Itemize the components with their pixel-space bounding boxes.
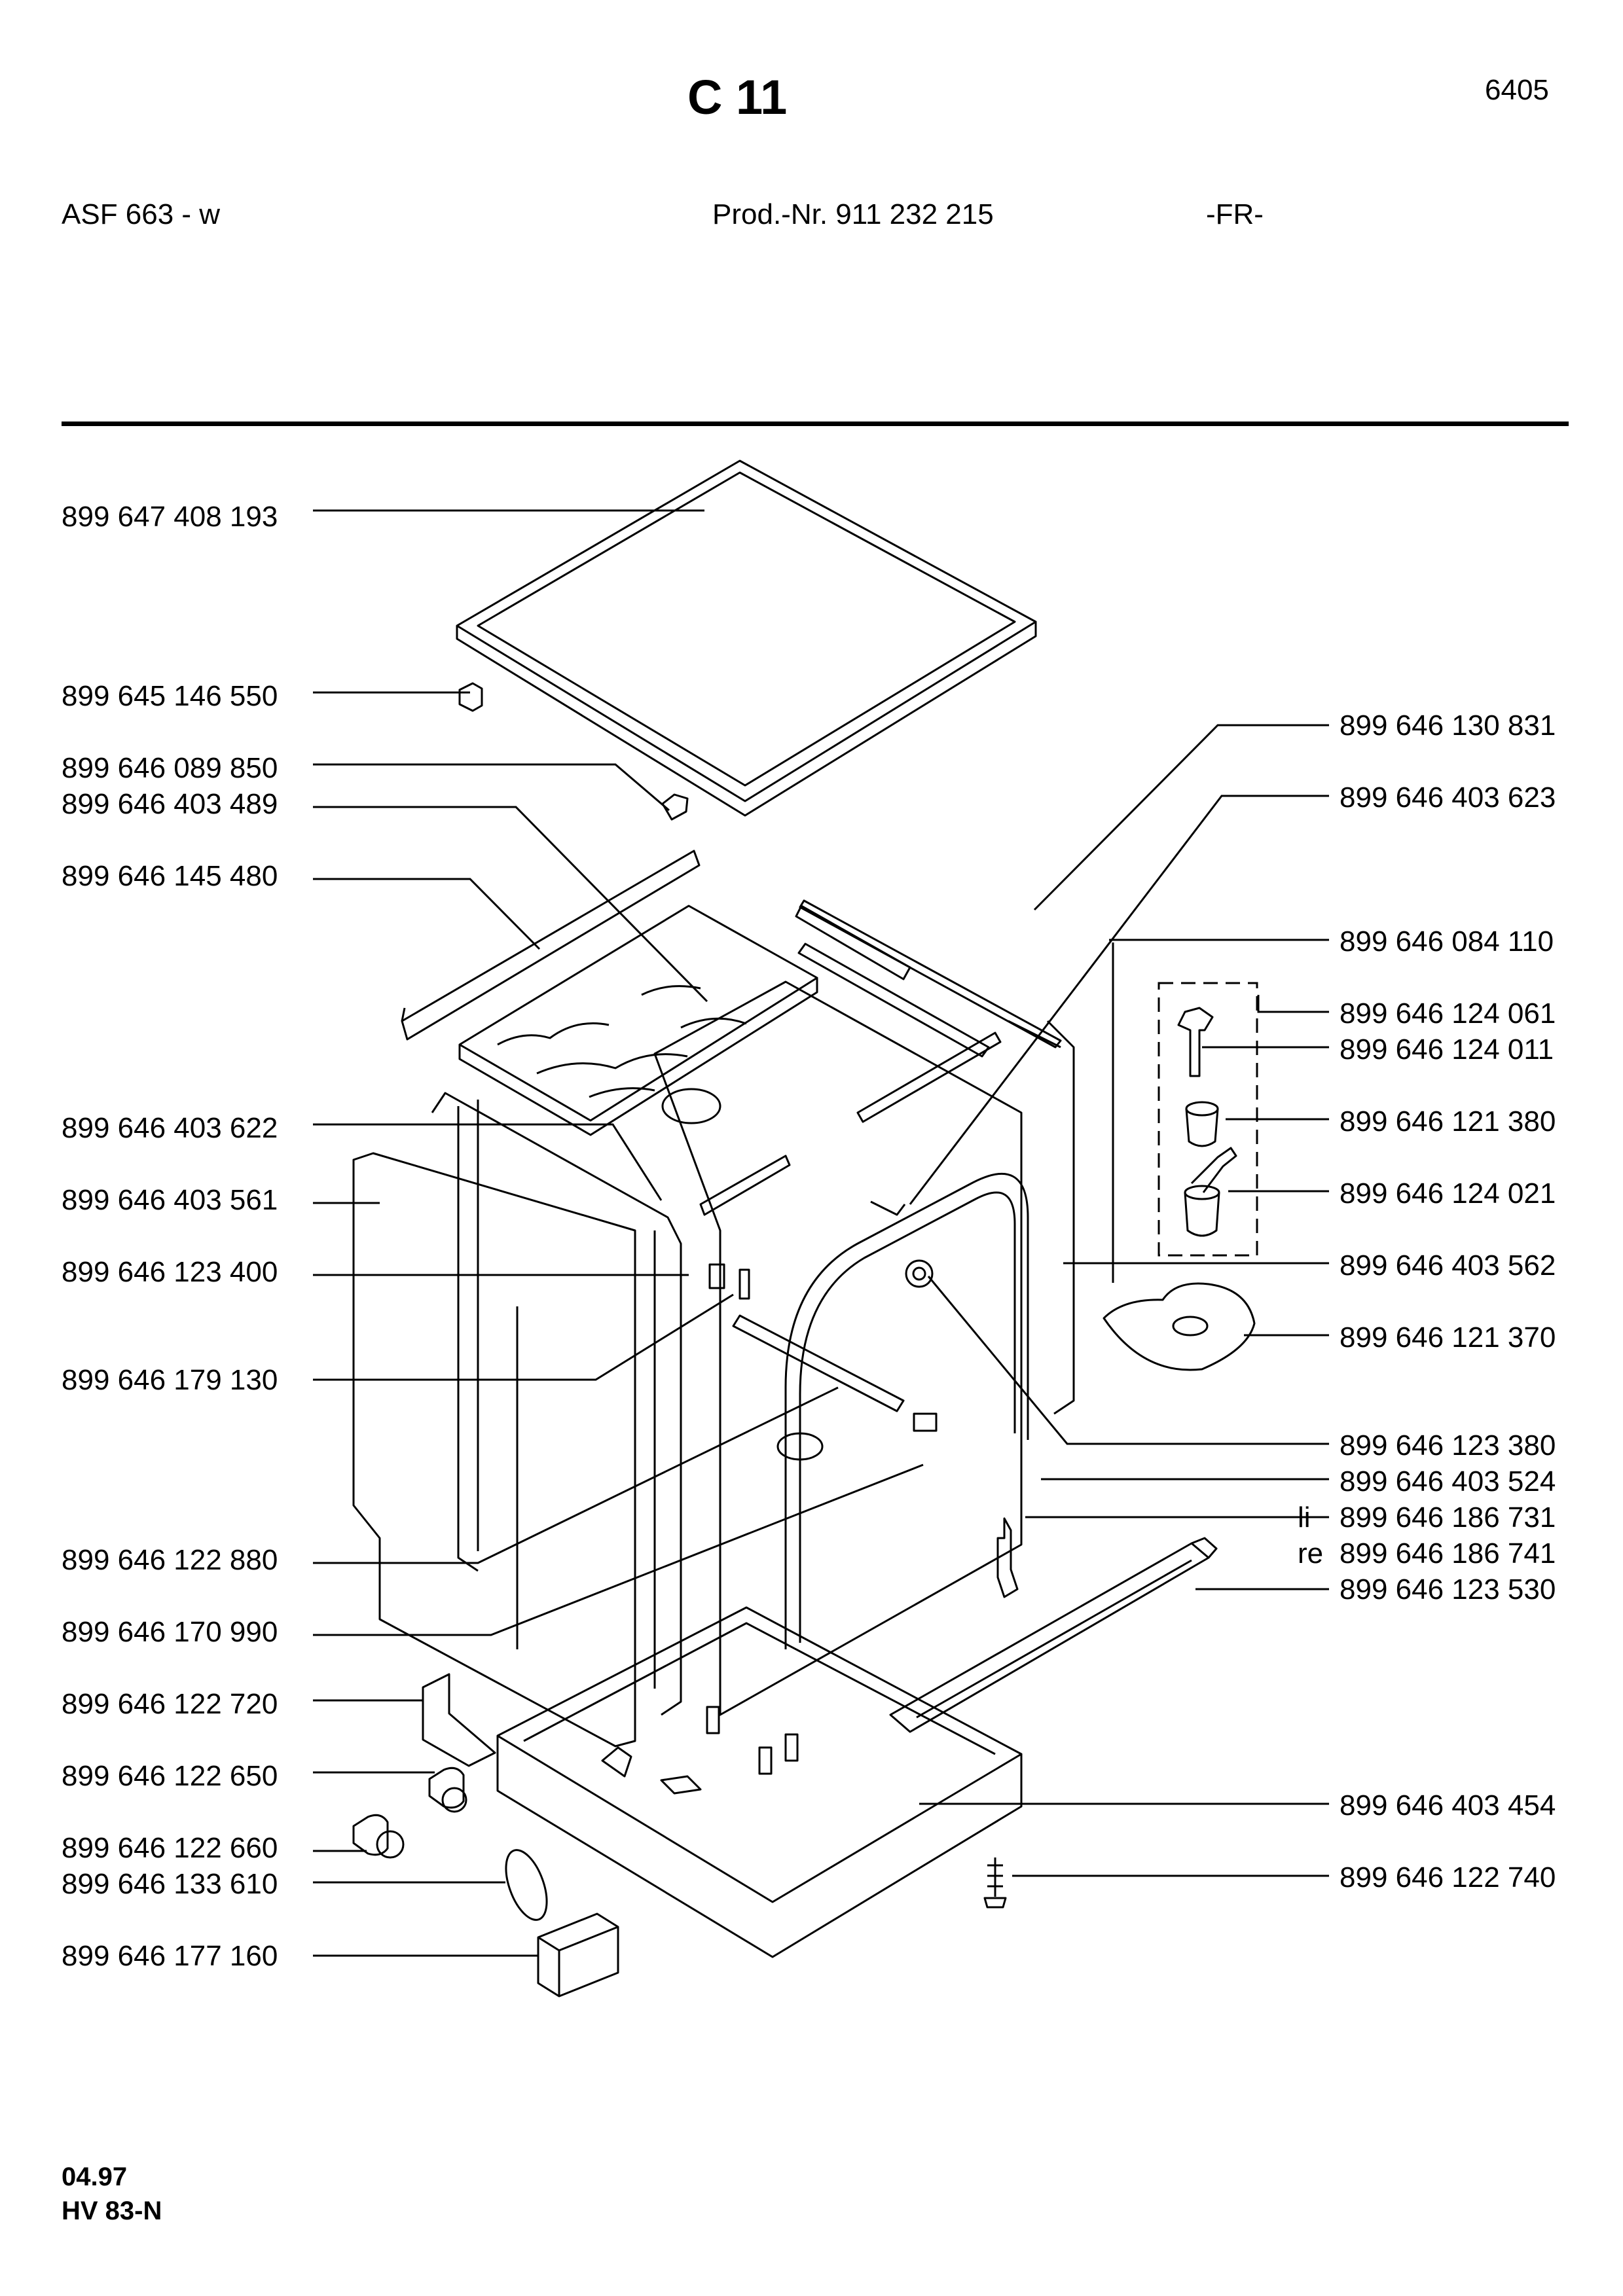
part-label: 899 646 403 561 bbox=[62, 1184, 278, 1216]
part-label: 899 646 124 011 bbox=[1340, 1033, 1554, 1066]
part-label: 899 646 177 160 bbox=[62, 1940, 278, 1972]
part-label: 899 646 124 021 bbox=[1340, 1177, 1556, 1210]
part-label: 899 646 179 130 bbox=[62, 1364, 278, 1396]
clip-parts bbox=[458, 682, 689, 821]
part-label: 899 646 089 850 bbox=[62, 752, 278, 784]
page-number: 6405 bbox=[1485, 74, 1549, 106]
part-labels-right: 899 646 130 831 899 646 403 623 899 646 … bbox=[1298, 709, 1556, 1893]
part-label: 899 646 403 489 bbox=[62, 788, 278, 820]
footer-code: HV 83-N bbox=[62, 2197, 162, 2225]
part-labels-left: 899 647 408 193 899 645 146 550 899 646 … bbox=[62, 501, 278, 1972]
part-label: 899 646 122 720 bbox=[62, 1688, 278, 1720]
part-label: 899 645 146 550 bbox=[62, 680, 278, 712]
part-label: 899 646 121 370 bbox=[1340, 1321, 1556, 1354]
part-label: 899 646 122 660 bbox=[62, 1832, 278, 1864]
side-marker-right: re bbox=[1298, 1537, 1323, 1570]
part-label: 899 646 170 990 bbox=[62, 1616, 278, 1648]
right-side-parts bbox=[983, 942, 1258, 1909]
bottom-left-parts bbox=[352, 1673, 619, 1998]
part-label: 899 646 403 622 bbox=[62, 1112, 278, 1144]
page-title: C 11 bbox=[687, 70, 788, 124]
part-label: 899 646 084 110 bbox=[1340, 925, 1554, 958]
part-label: 899 646 403 562 bbox=[1340, 1249, 1556, 1282]
part-label: 899 646 403 454 bbox=[1340, 1789, 1556, 1821]
product-number: Prod.-Nr. 911 232 215 bbox=[712, 198, 994, 230]
part-label: 899 646 145 480 bbox=[62, 860, 278, 892]
part-label: 899 646 133 610 bbox=[62, 1868, 278, 1900]
part-label: 899 646 130 831 bbox=[1340, 709, 1556, 742]
part-label: 899 647 408 193 bbox=[62, 501, 278, 533]
leader-lines-right bbox=[909, 724, 1329, 1877]
part-label: 899 646 122 740 bbox=[1340, 1861, 1556, 1893]
part-label: 899 646 122 880 bbox=[62, 1544, 278, 1576]
part-label: 899 646 403 623 bbox=[1340, 781, 1556, 814]
top-rail bbox=[401, 850, 701, 1041]
footer-date: 04.97 bbox=[62, 2162, 128, 2191]
insulation-mat bbox=[458, 905, 818, 1136]
base-tray bbox=[496, 1606, 1023, 1958]
model-name: ASF 663 - w bbox=[62, 198, 221, 230]
part-label: 899 646 124 061 bbox=[1340, 997, 1556, 1030]
worktop-panel bbox=[456, 459, 1037, 817]
header-divider bbox=[62, 422, 1569, 426]
cabinet-frame bbox=[352, 899, 1075, 1748]
part-label: 899 646 123 400 bbox=[62, 1256, 278, 1288]
part-label: 899 646 123 380 bbox=[1340, 1429, 1556, 1462]
toe-rail bbox=[889, 1537, 1218, 1733]
part-label: 899 646 122 650 bbox=[62, 1760, 278, 1792]
leader-lines-left bbox=[313, 509, 924, 1957]
part-label: 899 646 121 380 bbox=[1340, 1105, 1556, 1138]
part-label: 899 646 403 524 bbox=[1340, 1465, 1556, 1498]
country-code: -FR- bbox=[1206, 198, 1264, 230]
part-label: 899 646 186 741 bbox=[1340, 1537, 1556, 1570]
part-label: 899 646 186 731 bbox=[1340, 1501, 1556, 1534]
part-label: 899 646 123 530 bbox=[1340, 1573, 1556, 1605]
